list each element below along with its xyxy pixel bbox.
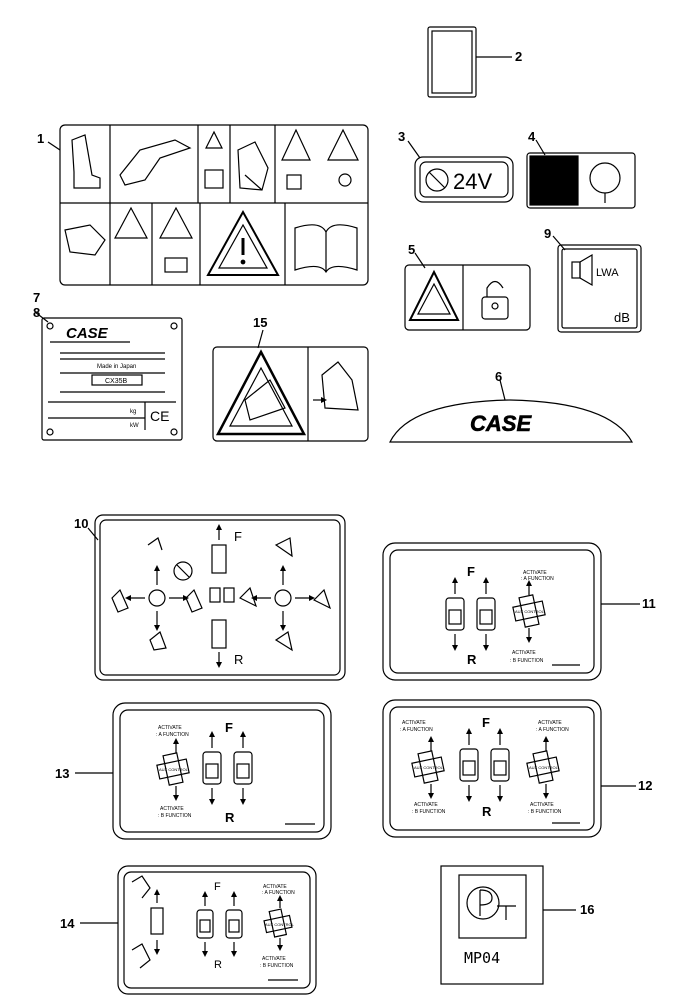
d12-aux-right: AUX CONTROL (529, 765, 559, 770)
decal-16-code: MP04 (464, 949, 500, 967)
d11-forward: F (467, 564, 475, 579)
d11-activate-b: ACTIVATE (512, 650, 536, 656)
d12-a-function-right: : A FUNCTION (536, 727, 569, 733)
d13-activate-b: ACTIVATE (160, 806, 184, 812)
plate-8-made-in: Made in Japan (97, 364, 136, 370)
d14-reverse: R (214, 959, 222, 971)
d14-activate-b: ACTIVATE (262, 956, 286, 962)
decal-3-voltage-text: 24V (453, 169, 492, 194)
callout-15: 15 (253, 315, 267, 330)
decal-13-controls (75, 702, 332, 840)
decal-4-exit (526, 139, 636, 209)
decal-14-controls (80, 865, 317, 995)
callout-6: 6 (495, 369, 502, 384)
plate-8-power-unit: kW (130, 423, 139, 429)
callout-5: 5 (408, 242, 415, 257)
decal-12-controls (382, 699, 636, 838)
decal-16-certification (440, 865, 576, 985)
d13-b-function: : B FUNCTION (158, 813, 192, 819)
d14-activate-a: ACTIVATE (263, 884, 287, 890)
callout-14: 14 (60, 916, 75, 931)
callout-10: 10 (74, 516, 88, 531)
callout-11: 11 (642, 596, 656, 611)
decal-1-safety (47, 124, 369, 286)
d14-forward: F (214, 881, 221, 893)
decal-11-controls (382, 542, 640, 681)
d12-aux-left: AUX CONTROL (414, 765, 444, 770)
d13-reverse: R (225, 810, 235, 825)
callout-7: 7 (33, 290, 40, 305)
d10-reverse: R (234, 652, 243, 667)
decal-6-counterweight (389, 379, 634, 443)
callout-16: 16 (580, 902, 594, 917)
callout-4: 4 (528, 129, 536, 144)
d12-b-function-left: : B FUNCTION (412, 809, 446, 815)
decal-3-voltage (407, 140, 514, 203)
d11-a-function: : A FUNCTION (521, 576, 554, 582)
d13-aux: AUX CONTROL (159, 767, 189, 772)
callout-3: 3 (398, 129, 405, 144)
callout-13: 13 (55, 766, 69, 781)
d12-b-function-right: : B FUNCTION (528, 809, 562, 815)
d11-aux: AUX CONTROL (515, 609, 545, 614)
d14-a-function: : A FUNCTION (262, 890, 295, 896)
d11-b-function: : B FUNCTION (510, 658, 544, 664)
decal-9-label: LWA (596, 267, 619, 279)
callout-1: 1 (37, 131, 44, 146)
d12-forward: F (482, 715, 490, 730)
decal-2-booklet (427, 26, 512, 98)
d12-activate-a-right: ACTIVATE (538, 720, 562, 726)
decal-15-warning (212, 329, 369, 442)
callout-2: 2 (515, 49, 522, 64)
decal-6-brand: CASE (470, 411, 532, 436)
decal-5-lock (404, 252, 531, 331)
plate-8-serial (34, 311, 183, 441)
d12-reverse: R (482, 804, 492, 819)
decal-9-noise (552, 235, 642, 333)
plate-8-model: CX35B (105, 378, 128, 385)
d12-activate-b-right: ACTIVATE (530, 802, 554, 808)
plate-8-ce: CE (150, 408, 169, 424)
decal-9-unit: dB (614, 310, 630, 325)
d11-reverse: R (467, 652, 477, 667)
d14-b-function: : B FUNCTION (260, 963, 294, 969)
d12-activate-b-left: ACTIVATE (414, 802, 438, 808)
d14-aux: AUX CONTROL (265, 922, 295, 927)
labels: 1 2 3 4 5 6 7 8 9 10 11 12 13 14 15 16 2… (33, 49, 656, 971)
callout-12: 12 (638, 778, 652, 793)
d12-a-function-left: : A FUNCTION (400, 727, 433, 733)
d13-forward: F (225, 720, 233, 735)
plate-8-weight-unit: kg (130, 409, 136, 415)
callout-9: 9 (544, 226, 551, 241)
decal-10-pattern (87, 514, 346, 681)
d11-activate-a: ACTIVATE (523, 570, 547, 576)
plate-8-brand: CASE (66, 325, 109, 342)
d13-activate-a: ACTIVATE (158, 725, 182, 731)
d13-a-function: : A FUNCTION (156, 732, 189, 738)
callout-8: 8 (33, 305, 40, 320)
d12-activate-a-left: ACTIVATE (402, 720, 426, 726)
d10-forward: F (234, 529, 242, 544)
